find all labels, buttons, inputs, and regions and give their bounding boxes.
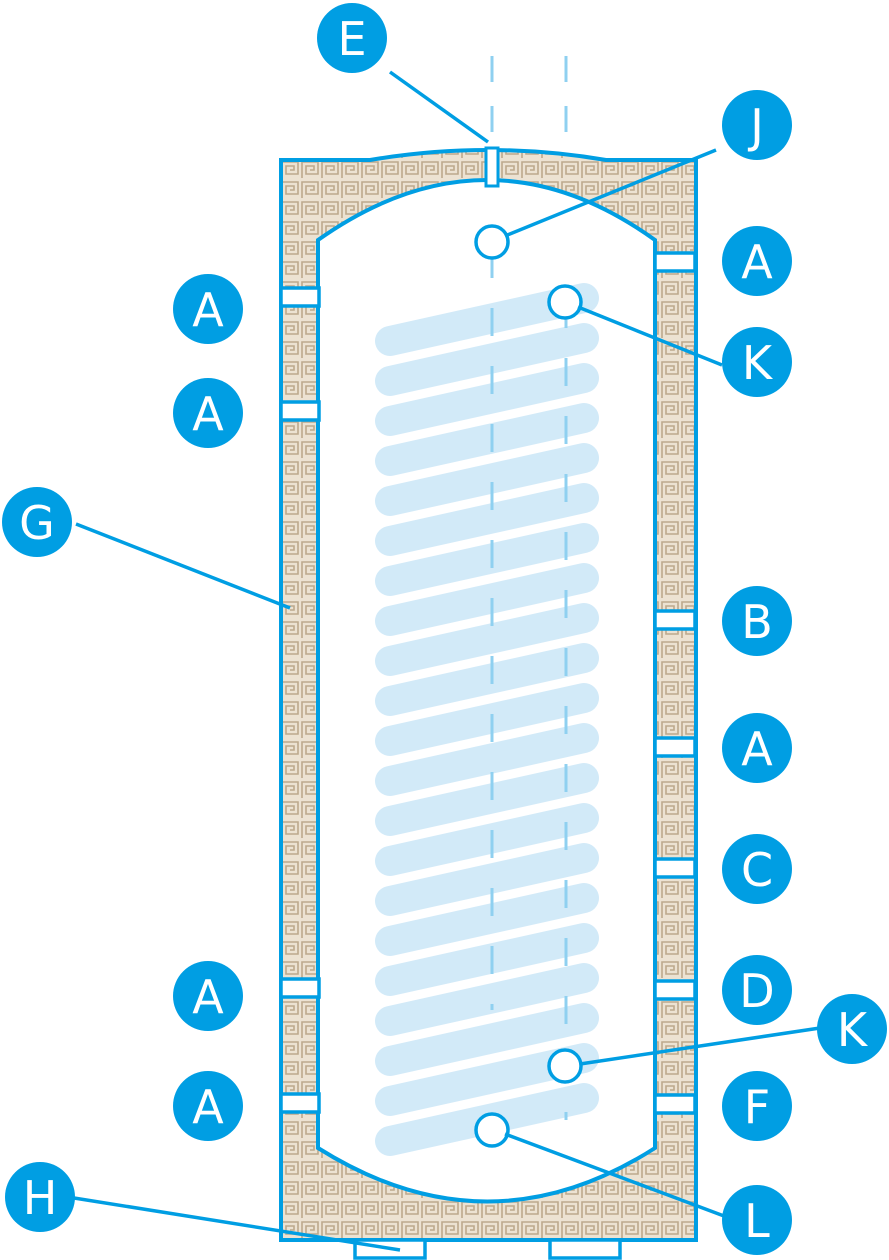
svg-text:A: A (192, 970, 224, 1024)
svg-text:H: H (23, 1171, 58, 1225)
badge-a-right-2: A (722, 713, 792, 783)
heating-coil (375, 283, 599, 1156)
svg-text:K: K (837, 1003, 869, 1057)
coil-turn (375, 603, 599, 676)
coil-turn (375, 843, 599, 916)
port-circle-k-top (547, 284, 583, 320)
leader-e (388, 70, 490, 144)
badge-g: G (2, 487, 72, 557)
badge-e: E (317, 3, 387, 73)
badge-a-left-1: A (173, 274, 243, 344)
badge-a-left-3: A (173, 961, 243, 1031)
side-port-left (279, 1092, 321, 1114)
svg-text:F: F (744, 1080, 770, 1134)
badge-a-left-2: A (173, 378, 243, 448)
side-port-right (653, 1093, 697, 1115)
port-circle-l (474, 1112, 510, 1148)
coil-turn (375, 763, 599, 836)
coil-turn (375, 563, 599, 636)
badge-l: L (722, 1185, 792, 1255)
svg-text:A: A (192, 387, 224, 441)
coil-turn (375, 363, 599, 436)
badge-b: B (722, 586, 792, 656)
leader-j (504, 148, 717, 238)
svg-text:J: J (747, 99, 764, 153)
side-port-left (279, 286, 321, 308)
side-port-left (279, 977, 321, 999)
coil-turn (375, 723, 599, 796)
side-port-right (653, 736, 697, 758)
svg-text:A: A (741, 235, 773, 289)
badge-a-left-4: A (173, 1071, 243, 1141)
svg-text:A: A (741, 722, 773, 776)
badge-c: C (722, 834, 792, 904)
coil-turn (375, 643, 599, 716)
side-port-left (279, 400, 321, 422)
coil-turn (375, 443, 599, 516)
svg-text:L: L (744, 1194, 770, 1248)
svg-text:D: D (739, 964, 774, 1018)
svg-text:A: A (192, 283, 224, 337)
leader-l (504, 1132, 725, 1218)
badge-a-right-1: A (722, 226, 792, 296)
leader-k-bottom (579, 1026, 821, 1066)
leader-k-top (577, 305, 723, 367)
svg-text:G: G (19, 496, 55, 550)
coil-turn (375, 403, 599, 476)
side-port-right (653, 609, 697, 631)
badge-f: F (722, 1071, 792, 1141)
top-fitting (484, 146, 500, 188)
badge-h: H (5, 1162, 75, 1232)
svg-text:E: E (337, 12, 366, 66)
coil-turn (375, 683, 599, 756)
coil-turn (375, 323, 599, 396)
port-circle-k-bottom (547, 1048, 583, 1084)
side-ports (279, 251, 697, 1115)
badge-d: D (722, 955, 792, 1025)
port-circle-j (474, 224, 510, 260)
coil-turn (375, 483, 599, 556)
svg-text:K: K (742, 336, 774, 390)
coil-turn (375, 923, 599, 996)
badge-k-top: K (722, 327, 792, 397)
badge-k-bottom: K (817, 994, 887, 1064)
side-port-right (653, 979, 697, 1001)
svg-text:B: B (741, 595, 773, 649)
coil-turn (375, 523, 599, 596)
leader-g (75, 522, 291, 610)
side-port-right (653, 251, 697, 273)
coil-turn (375, 883, 599, 956)
badge-j: J (722, 90, 792, 160)
coil-turn (375, 1003, 599, 1076)
coil-turn (375, 963, 599, 1036)
svg-text:A: A (192, 1080, 224, 1134)
leader-h (73, 1196, 401, 1252)
bottom-foot-right (548, 1238, 622, 1260)
svg-text:C: C (741, 843, 773, 897)
label-badges: E J A A K A G B A C A D K A F H L (2, 3, 887, 1255)
coil-turn (375, 803, 599, 876)
side-port-right (653, 857, 697, 879)
